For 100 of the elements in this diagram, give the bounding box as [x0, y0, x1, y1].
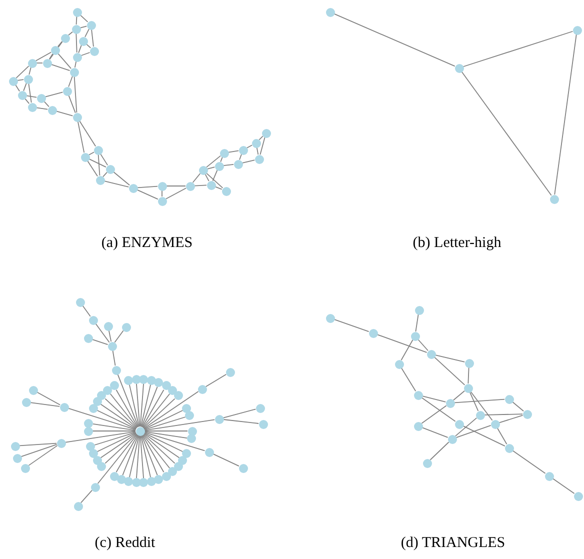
graph-edge: [50, 64, 70, 72]
graph-node: [326, 8, 334, 16]
graph-node: [88, 404, 98, 413]
graph-edge: [86, 44, 92, 48]
graph-node: [60, 402, 68, 412]
graph-node: [490, 420, 500, 428]
graph-node: [84, 334, 92, 342]
graph-node: [60, 34, 70, 42]
graph-node: [90, 482, 100, 492]
graph-node: [50, 46, 60, 54]
graph-edge: [87, 160, 98, 177]
graph-edge: [56, 110, 74, 116]
graph-node: [18, 90, 26, 100]
graph-edge: [84, 28, 90, 38]
graph-node: [214, 414, 224, 424]
graph-edge: [16, 66, 30, 78]
graph-edge: [92, 430, 136, 432]
graph-node: [84, 426, 92, 436]
graph-edge: [469, 392, 479, 412]
graph-node: [139, 374, 148, 384]
graph-node: [124, 376, 133, 385]
graph-node: [464, 384, 472, 392]
graph-node: [154, 378, 164, 388]
graph-node: [128, 184, 138, 192]
graph-node: [254, 154, 264, 164]
graph-node: [48, 106, 56, 114]
graph-edge: [144, 432, 184, 452]
graph-edge: [108, 330, 112, 342]
graph-edge: [422, 396, 446, 402]
graph-edge: [140, 384, 152, 428]
graph-edge: [65, 431, 136, 443]
graph-node: [572, 26, 582, 34]
graph-edge: [49, 41, 63, 60]
graph-node: [158, 196, 166, 206]
graph-edge: [484, 414, 523, 416]
graph-edge: [554, 34, 577, 195]
graph-edge: [470, 391, 493, 421]
graph-edge: [78, 120, 96, 147]
graph-node: [88, 316, 98, 324]
graph-node: [28, 386, 38, 394]
subfigure-caption: (b) Letter-high: [412, 234, 502, 253]
graph-edge: [82, 305, 91, 317]
graph-edge: [74, 76, 78, 113]
graph-node: [238, 146, 248, 154]
graph-edge: [96, 410, 136, 430]
graph-edge: [141, 434, 158, 476]
graph-node: [550, 194, 558, 204]
graph-edge: [80, 52, 90, 56]
graph-edge: [144, 430, 188, 432]
graph-edge: [28, 445, 58, 466]
graph-node: [10, 442, 20, 450]
graph-edge: [246, 144, 252, 148]
graph-edge: [137, 186, 158, 188]
graph-node: [72, 112, 82, 122]
graph-node: [147, 477, 156, 486]
graph-edge: [128, 434, 140, 478]
graph-edge: [142, 434, 170, 469]
graph-edge: [143, 391, 199, 429]
graph-node: [72, 8, 82, 16]
graph-edge: [223, 419, 259, 424]
graph-node: [86, 442, 95, 451]
graph-node: [78, 36, 88, 46]
graph-node: [36, 94, 46, 102]
graph-node: [72, 52, 82, 62]
graph-edge: [144, 431, 188, 439]
graph-edge: [104, 180, 130, 188]
graph-node: [238, 464, 248, 472]
graph-node: [28, 102, 36, 112]
graph-edge: [242, 160, 256, 164]
graph-node: [24, 74, 32, 84]
graph-node: [72, 24, 80, 34]
graph-node: [326, 314, 334, 322]
graph-node: [186, 434, 196, 444]
graph-edge: [421, 397, 456, 422]
graph-node: [182, 404, 192, 413]
graph-edge: [418, 338, 428, 352]
graph-edge: [194, 184, 207, 186]
graph-node: [42, 58, 52, 68]
graph-node: [185, 411, 194, 420]
graph-edge: [140, 434, 152, 478]
graph-node: [368, 328, 378, 338]
graph-node: [422, 458, 432, 468]
graph-edge: [206, 166, 216, 170]
graph-edge: [434, 356, 466, 386]
graph-edge: [76, 33, 78, 53]
graph-node: [476, 410, 484, 420]
graph-node: [252, 138, 260, 148]
graph-edge: [114, 330, 124, 343]
graph-node: [108, 342, 116, 350]
graph-edge: [136, 189, 158, 200]
graph-edge: [44, 92, 64, 98]
graph-edge: [498, 414, 524, 424]
graph-edge: [28, 66, 32, 76]
graph-edge: [97, 434, 138, 484]
graph-node: [62, 86, 72, 96]
graph-edge: [140, 383, 144, 427]
graph-edge: [100, 433, 137, 458]
graph-edge: [142, 434, 164, 473]
graph-node: [394, 360, 404, 368]
graph-edge: [68, 408, 136, 430]
